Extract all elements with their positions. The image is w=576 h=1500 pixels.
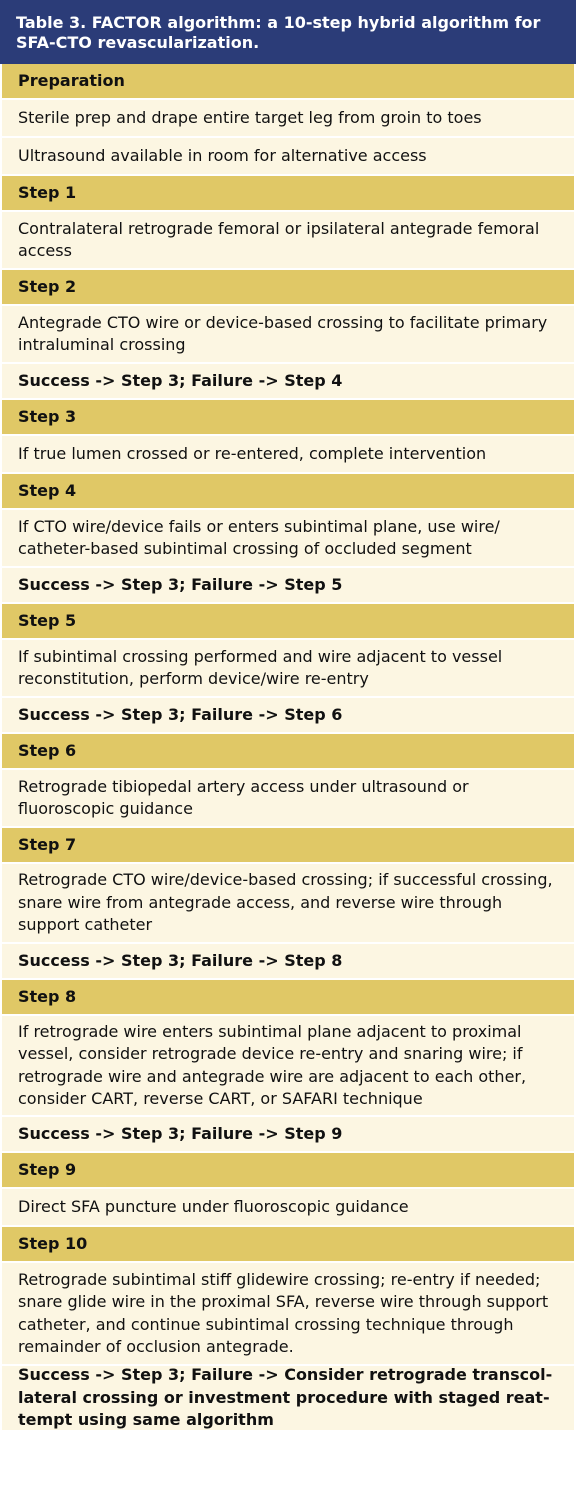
row-text: Sterile prep and drape entire target leg… — [18, 107, 482, 127]
section-header-row: Step 2 — [2, 270, 574, 306]
content-row: Ultrasound available in room for alterna… — [2, 138, 574, 176]
row-text: Retrograde subintimal stiff glidewire cr… — [18, 1269, 549, 1357]
row-text: Step 5 — [18, 610, 77, 630]
content-row: Contralateral retrograde femoral or ipsi… — [2, 212, 574, 270]
row-text: Success -> Step 3; Failure -> Step 8 — [18, 950, 343, 970]
outcome-row: Success -> Step 3; Failure -> Step 5 — [2, 568, 574, 604]
outcome-row: Success -> Step 3; Failure -> Step 6 — [2, 698, 574, 734]
row-text: If true lumen crossed or re-entered, com… — [18, 443, 487, 463]
section-header-row: Step 3 — [2, 400, 574, 436]
section-header-row: Step 5 — [2, 604, 574, 640]
row-text: Direct SFA puncture under fluoroscopic g… — [18, 1196, 409, 1216]
row-text: Contralateral retrograde femoral or ipsi… — [18, 218, 540, 261]
factor-algorithm-table: Table 3. FACTOR algorithm: a 10-step hyb… — [0, 0, 576, 1432]
outcome-row: Success -> Step 3; Failure -> Step 9 — [2, 1117, 574, 1153]
outcome-row: Success -> Step 3; Failure -> Consider r… — [2, 1365, 574, 1432]
row-text: Step 4 — [18, 480, 77, 500]
row-text: Step 6 — [18, 740, 77, 760]
row-text: Step 10 — [18, 1233, 88, 1253]
section-header-row: Step 6 — [2, 734, 574, 770]
row-text: Ultrasound available in room for alterna… — [18, 145, 427, 165]
content-row: Retrograde CTO wire/device-based crossin… — [2, 864, 574, 944]
row-text: Preparation — [18, 70, 125, 90]
section-header-row: Step 4 — [2, 474, 574, 510]
content-row: If true lumen crossed or re-entered, com… — [2, 436, 574, 474]
content-row: Sterile prep and drape entire target leg… — [2, 100, 574, 138]
row-text: Step 3 — [18, 406, 77, 426]
section-header-row: Preparation — [2, 64, 574, 100]
row-text: Step 2 — [18, 276, 77, 296]
outcome-row: Success -> Step 3; Failure -> Step 8 — [2, 944, 574, 980]
row-text: Antegrade CTO wire or device-based cross… — [18, 312, 548, 355]
section-header-row: Step 8 — [2, 980, 574, 1016]
section-header-row: Step 10 — [2, 1227, 574, 1263]
content-row: Retrograde subintimal stiff glidewire cr… — [2, 1263, 574, 1366]
row-text: Success -> Step 3; Failure -> Step 9 — [18, 1123, 343, 1143]
content-row: If retrograde wire enters subintimal pla… — [2, 1016, 574, 1117]
row-text: If retrograde wire enters subintimal pla… — [18, 1021, 527, 1109]
row-text: Success -> Step 3; Failure -> Step 6 — [18, 704, 343, 724]
content-row: Retrograde tibiopedal artery access unde… — [2, 770, 574, 828]
row-text: If CTO wire/device fails or enters subin… — [18, 516, 500, 559]
row-text: Step 1 — [18, 182, 77, 202]
row-text: Success -> Step 3; Failure -> Consider r… — [18, 1365, 553, 1430]
content-row: Antegrade CTO wire or device-based cross… — [2, 306, 574, 364]
row-text: Success -> Step 3; Failure -> Step 4 — [18, 370, 343, 390]
row-text: Retrograde tibiopedal artery access unde… — [18, 776, 469, 819]
content-row: If subintimal crossing performed and wir… — [2, 640, 574, 698]
row-text: Retrograde CTO wire/device-based crossin… — [18, 870, 553, 935]
row-text: Success -> Step 3; Failure -> Step 5 — [18, 574, 343, 594]
row-text: If subintimal crossing performed and wir… — [18, 646, 503, 689]
content-row: Direct SFA puncture under fluoroscopic g… — [2, 1189, 574, 1227]
row-text: Step 8 — [18, 986, 77, 1006]
row-text: Step 9 — [18, 1159, 77, 1179]
section-header-row: Step 9 — [2, 1153, 574, 1189]
table-title: Table 3. FACTOR algorithm: a 10-step hyb… — [0, 0, 576, 64]
section-header-row: Step 7 — [2, 828, 574, 864]
section-header-row: Step 1 — [2, 176, 574, 212]
outcome-row: Success -> Step 3; Failure -> Step 4 — [2, 364, 574, 400]
content-row: If CTO wire/device fails or enters subin… — [2, 510, 574, 568]
row-text: Step 7 — [18, 834, 77, 854]
